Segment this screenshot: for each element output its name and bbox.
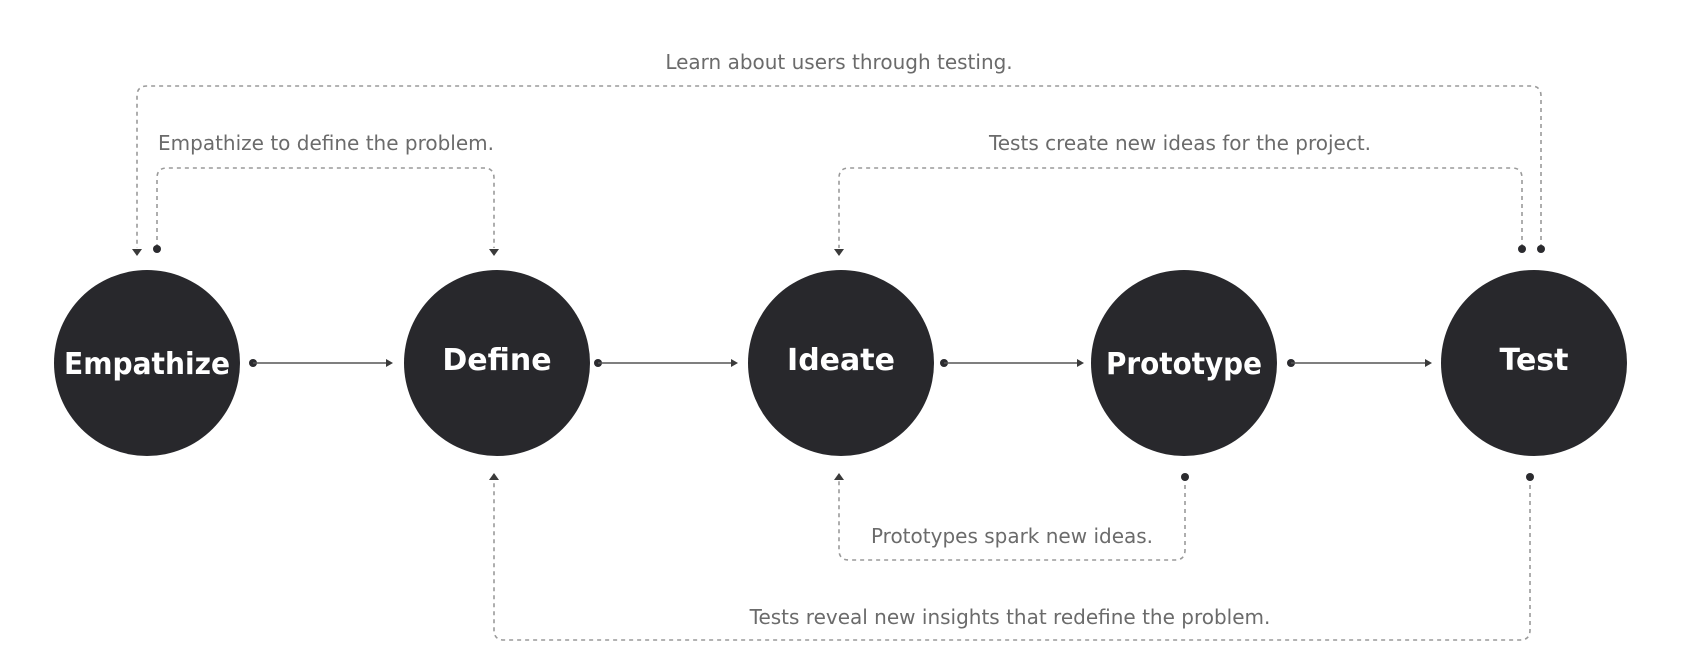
loop-tests-insights-label: Tests reveal new insights that redefine … [749,605,1271,629]
arrow-define-ideate [594,359,738,367]
stage-test-label: Test [1499,343,1568,378]
stage-define-label: Define [442,343,551,378]
loop-tests-insights-connector [489,473,1534,641]
loop-prototypes-ideas-connector [834,473,1189,561]
loop-empathize-define-connector [153,167,499,256]
stage-prototype-label: Prototype [1106,347,1262,382]
arrow-prototype-test [1287,359,1432,367]
stage-test: Test [1441,270,1627,456]
loop-learn-connector [132,85,1545,256]
arrow-empathize-define [249,359,393,367]
loop-learn-label: Learn about users through testing. [665,50,1012,74]
stage-ideate-label: Ideate [787,343,895,378]
loop-empathize-define-label: Empathize to define the problem. [158,131,494,155]
stage-prototype: Prototype [1091,270,1277,456]
stage-empathize-label: Empathize [64,347,230,382]
stage-empathize: Empathize [54,270,240,456]
stage-define: Define [404,270,590,456]
loop-prototypes-ideas-label: Prototypes spark new ideas. [871,524,1153,548]
arrow-ideate-prototype [940,359,1084,367]
stage-ideate: Ideate [748,270,934,456]
loop-tests-ideas-label: Tests create new ideas for the project. [988,131,1371,155]
loop-tests-ideas-connector [834,167,1526,256]
